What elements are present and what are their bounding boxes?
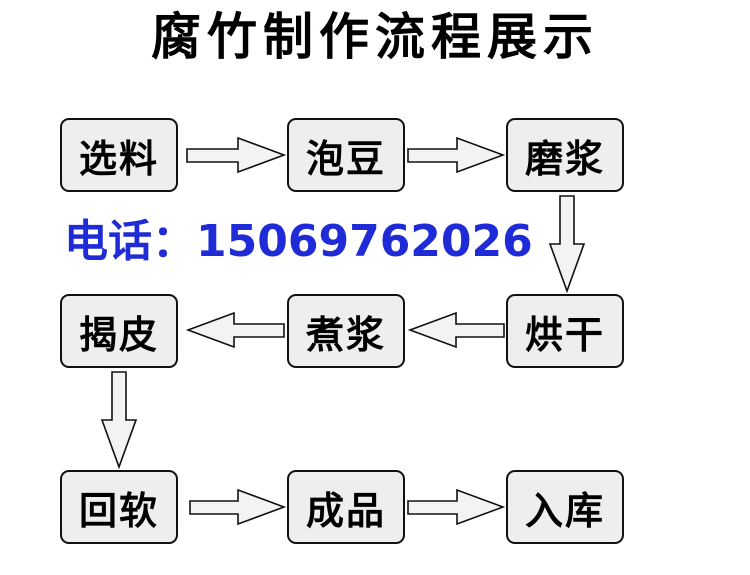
arrow-left-2 (185, 311, 285, 349)
arrow-left-1 (407, 311, 505, 349)
arrow-right-4 (407, 488, 506, 526)
step-box-finished: 成品 (287, 470, 405, 544)
step-box-soften: 回软 (60, 470, 178, 544)
page-title: 腐竹制作流程展示 (151, 7, 599, 66)
arrow-right-2 (407, 136, 506, 174)
arrow-down-2 (100, 371, 138, 470)
phone-number: 15069762026 (196, 216, 533, 267)
step-box-storage: 入库 (506, 470, 624, 544)
step-box-peel: 揭皮 (60, 294, 178, 368)
step-box-soak: 泡豆 (287, 118, 405, 192)
phone-label: 电话： (64, 216, 196, 267)
step-box-select: 选料 (60, 118, 178, 192)
step-box-dry: 烘干 (506, 294, 624, 368)
step-box-boil: 煮浆 (287, 294, 405, 368)
arrow-right-3 (189, 488, 287, 526)
step-box-grind: 磨浆 (506, 118, 624, 192)
arrow-right-1 (186, 136, 287, 174)
arrow-down-1 (548, 195, 586, 294)
contact-phone: 电话：15069762026 (64, 210, 533, 274)
